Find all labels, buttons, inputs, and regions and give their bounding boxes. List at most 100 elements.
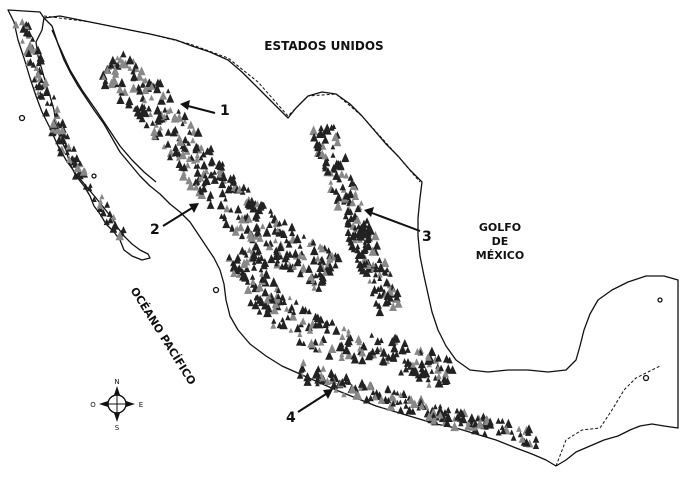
mountain-symbol: [321, 153, 327, 160]
mountain-symbol: [266, 221, 273, 228]
mountain-symbol: [86, 185, 93, 192]
mountain-symbol: [344, 219, 352, 228]
mountain-symbol: [201, 185, 207, 192]
mountain-symbol: [442, 354, 451, 363]
mountain-symbol: [421, 367, 431, 378]
mountain-symbol: [398, 399, 403, 405]
mountain-symbol: [385, 359, 390, 365]
mountain-symbol: [324, 167, 332, 176]
mountain-symbol: [348, 384, 357, 394]
mountain-symbol: [334, 253, 341, 260]
mountain-symbol: [323, 326, 331, 334]
island: [642, 374, 650, 382]
mountain-symbol: [289, 311, 298, 321]
mountain-symbol: [98, 198, 103, 204]
mountain-symbol: [258, 274, 267, 283]
mountain-symbol: [125, 55, 135, 65]
mountain-symbol: [245, 199, 254, 209]
mountain-symbol: [431, 412, 436, 418]
mountain-symbol: [197, 174, 205, 182]
mountain-symbol: [318, 257, 324, 264]
mountain-symbol: [141, 85, 150, 95]
mountain-symbol: [142, 109, 150, 117]
compass-n: N: [114, 378, 119, 386]
mountain-symbol: [238, 214, 247, 224]
mountain-symbol: [314, 255, 321, 262]
mountain-symbol: [156, 78, 165, 88]
mountain-symbol: [23, 21, 29, 27]
mountain-symbol: [171, 125, 179, 134]
mountain-symbol: [120, 50, 127, 58]
mountain-symbol: [263, 295, 271, 304]
mountain-symbol: [267, 254, 276, 264]
mountain-symbol: [217, 172, 223, 178]
compass-e: E: [139, 401, 143, 409]
mountain-symbol: [318, 244, 326, 253]
mountain-symbol: [310, 239, 317, 246]
mountain-symbol: [393, 334, 401, 343]
mountain-symbol: [164, 140, 172, 148]
mountain-symbol: [273, 248, 280, 256]
mountain-symbol: [360, 219, 368, 229]
mountain-symbol: [330, 152, 336, 158]
mountain-symbol: [279, 294, 286, 301]
mountain-symbol: [296, 371, 304, 379]
mountain-symbol: [198, 144, 205, 151]
mountain-symbol: [371, 230, 380, 241]
mountain-symbol: [118, 79, 125, 87]
mountain-symbol: [208, 149, 214, 156]
mountain-symbol: [367, 394, 374, 402]
mountain-symbol: [25, 49, 33, 57]
mountain-symbol: [310, 255, 318, 265]
mountain-symbol: [356, 223, 362, 230]
label-gulf-3: MÉXICO: [476, 249, 524, 262]
mountain-symbol: [208, 171, 215, 179]
mountain-symbol: [111, 66, 120, 75]
mountain-symbol: [393, 350, 400, 358]
mountain-symbol: [382, 278, 391, 287]
mountain-symbol: [137, 66, 146, 76]
mountain-symbol: [178, 150, 187, 160]
mountain-symbol: [103, 218, 110, 226]
mountain-symbol: [454, 407, 460, 414]
mountain-symbol: [431, 355, 440, 364]
mountain-symbol: [351, 181, 356, 186]
mountain-symbol: [276, 242, 285, 252]
mountain-symbol: [288, 222, 296, 232]
mountain-symbol: [532, 435, 540, 443]
mountain-symbol: [207, 190, 215, 199]
mountain-symbol: [418, 365, 425, 373]
mountain-symbol: [216, 200, 226, 210]
mountain-symbol: [179, 171, 188, 181]
mountain-symbol: [262, 227, 272, 237]
mountains-sierra-madre-del-sur: [296, 358, 540, 449]
mountain-symbol: [330, 380, 338, 390]
mountain-symbol: [247, 298, 255, 307]
mountain-symbol: [240, 183, 248, 191]
mountain-symbol: [73, 154, 81, 163]
mountain-symbol: [204, 147, 210, 154]
mountain-symbol: [342, 344, 351, 355]
mountain-symbol: [370, 261, 376, 267]
mountain-symbol: [364, 217, 370, 224]
mountain-symbol: [261, 300, 270, 310]
mountain-symbol: [60, 131, 68, 139]
mountain-symbol: [352, 192, 360, 200]
mountain-symbol: [313, 346, 319, 353]
mountain-symbol: [175, 159, 184, 168]
mountain-symbol: [362, 268, 371, 277]
mountain-symbol: [390, 343, 399, 353]
mountain-symbol: [26, 40, 34, 50]
mountain-symbol: [153, 84, 162, 94]
mountain-symbol: [150, 126, 159, 136]
mountain-symbol: [193, 127, 203, 137]
mountain-symbol: [200, 160, 209, 170]
mountain-symbol: [207, 156, 216, 166]
mountain-symbol: [281, 298, 287, 305]
mountain-symbol: [100, 79, 110, 90]
mountain-symbol: [293, 299, 299, 305]
mountain-symbol: [342, 212, 349, 220]
mountain-symbol: [391, 287, 396, 293]
mountain-symbol: [161, 143, 167, 150]
mountain-symbol: [34, 70, 42, 79]
